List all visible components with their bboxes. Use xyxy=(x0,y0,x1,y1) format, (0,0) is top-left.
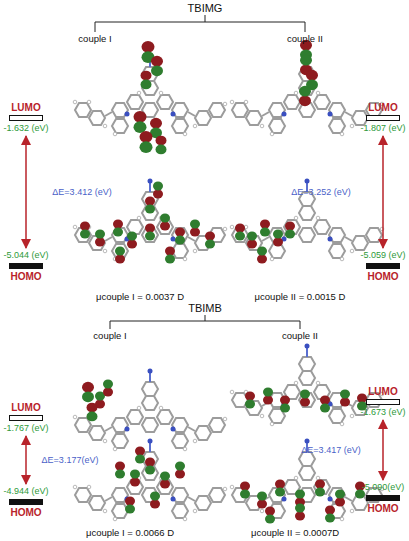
energy-gap-label: ΔE=3.412 (eV) xyxy=(52,187,111,197)
energy-value: -5.090(eV) xyxy=(362,482,405,493)
energy-level-bar xyxy=(9,115,43,121)
compound-title: TBIMB xyxy=(188,302,222,314)
energy-value: -1.807 (eV) xyxy=(360,123,405,134)
homo-level: -5.090(eV) HOMO xyxy=(357,482,409,514)
molecule-orbital xyxy=(230,439,384,524)
orbital-name: LUMO xyxy=(11,402,40,413)
energy-value: -1.632 (eV) xyxy=(3,123,48,134)
group-label: μcouple II = 0.0007D xyxy=(251,527,339,538)
homo-level: -5.059 (eV) HOMO xyxy=(357,250,409,282)
energy-gap-arrow xyxy=(382,420,384,480)
group-label: couple II xyxy=(287,33,323,44)
orbital-name: HOMO xyxy=(367,271,398,282)
lumo-level: LUMO -1.632 (eV) xyxy=(0,102,52,134)
group-label: couple I xyxy=(93,330,126,341)
energy-value: -1.673 (eV) xyxy=(360,407,405,418)
energy-level-bar xyxy=(366,263,400,269)
energy-level-bar xyxy=(366,115,400,121)
energy-gap-arrow xyxy=(382,136,384,248)
compound-title: TBIMG xyxy=(188,2,223,14)
group-label: μcouple II = 0.0015 D xyxy=(255,291,346,302)
energy-value: -5.059 (eV) xyxy=(360,250,405,261)
energy-gap-label: ΔE=3.252 (eV) xyxy=(291,187,350,197)
group-label: couple II xyxy=(282,330,318,341)
energy-gap-label: ΔE=3.417 (eV) xyxy=(301,445,360,455)
energy-gap-arrow xyxy=(25,436,27,484)
orbital-name: HOMO xyxy=(10,507,41,518)
energy-value: -1.767 (eV) xyxy=(3,423,48,434)
homo-level: -5.044 (eV) HOMO xyxy=(0,250,52,282)
energy-level-bar xyxy=(9,263,43,269)
group-bracket xyxy=(95,15,305,32)
energy-level-bar xyxy=(9,415,43,421)
energy-level-bar xyxy=(9,499,43,505)
orbital-name: HOMO xyxy=(10,271,41,282)
homo-level: -4.944 (eV) HOMO xyxy=(0,486,52,518)
lumo-level: LUMO -1.767 (eV) xyxy=(0,402,52,434)
energy-value: -5.044 (eV) xyxy=(3,250,48,261)
molecule-orbital xyxy=(73,439,227,521)
orbital-name: HOMO xyxy=(367,503,398,514)
group-label: couple I xyxy=(78,33,111,44)
orbital-name: LUMO xyxy=(368,102,397,113)
molecule-orbital xyxy=(73,41,227,154)
orbital-name: LUMO xyxy=(368,386,397,397)
group-bracket xyxy=(110,315,300,329)
group-label: μcouple I = 0.0066 D xyxy=(86,527,174,538)
molecule-orbital xyxy=(73,369,227,451)
energy-gap-arrow xyxy=(25,136,27,248)
lumo-level: LUMO -1.807 (eV) xyxy=(357,102,409,134)
molecule-orbital xyxy=(230,40,384,136)
energy-level-bar xyxy=(366,495,400,501)
group-label: μcouple I = 0.0037 D xyxy=(96,291,184,302)
lumo-level: LUMO -1.673 (eV) xyxy=(357,386,409,418)
orbital-name: LUMO xyxy=(11,102,40,113)
energy-value: -4.944 (eV) xyxy=(3,486,48,497)
energy-level-bar xyxy=(366,399,400,405)
energy-gap-label: ΔE=3.177(eV) xyxy=(42,455,99,465)
